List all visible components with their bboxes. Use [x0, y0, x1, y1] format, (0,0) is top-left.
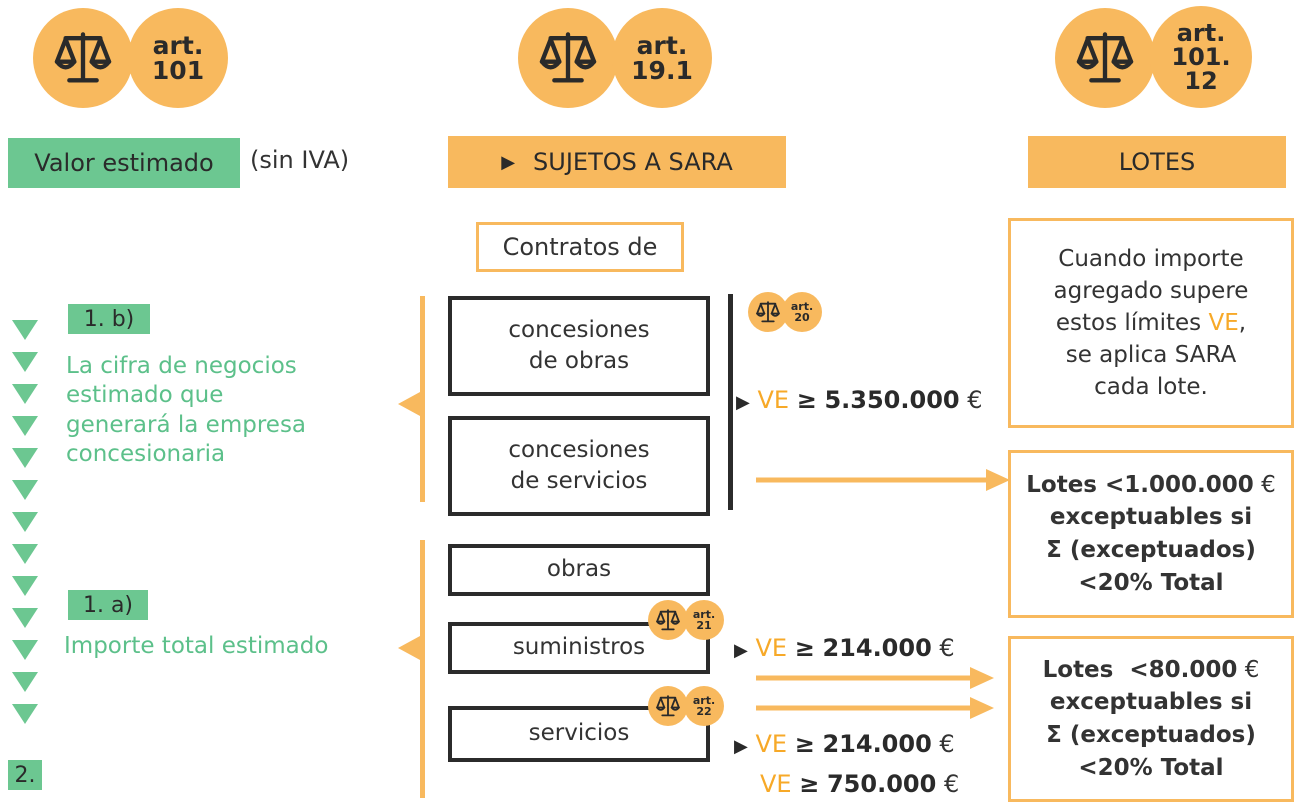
arrow-left-icon	[398, 636, 420, 660]
tag-2: 2.	[8, 760, 42, 790]
triangle-down-icon	[12, 640, 38, 660]
art-101-badge: art. 101	[128, 8, 228, 108]
play-arrow-icon: ▶	[734, 736, 748, 757]
bracket-line-bottom	[420, 540, 425, 798]
cifra-negocios-text: La cifra de negocios estimado que genera…	[66, 353, 307, 468]
arrow-left-icon	[398, 392, 420, 416]
scale-circle-art22	[648, 686, 688, 726]
art-19-1-badge: art. 19.1	[612, 8, 712, 108]
lotes-80000-box: Lotes <80.000 € exceptuables si Σ (excep…	[1008, 636, 1294, 802]
play-arrow-icon: ▶	[736, 392, 750, 413]
scale-circle-art21	[648, 600, 688, 640]
scale-circle-right	[1055, 8, 1155, 108]
triangle-down-icon	[12, 512, 38, 532]
sujetos-sara-label: ▶ SUJETOS A SARA	[448, 136, 786, 188]
triangle-down-icon	[12, 576, 38, 596]
triangle-down-icon	[12, 416, 38, 436]
art-21-badge: art. 21	[684, 600, 724, 640]
lotes-label: LOTES	[1028, 136, 1286, 188]
triangle-down-icon	[12, 544, 38, 564]
importe-total-text: Importe total estimado	[64, 633, 329, 659]
art-20-badge: art. 20	[782, 292, 822, 332]
scale-circle-left	[33, 8, 133, 108]
threshold-750000: VE ≥ 750.000 €	[760, 770, 960, 798]
triangle-down-icon	[12, 672, 38, 692]
cuando-importe-box: Cuando importe agregado supere estos lím…	[1008, 218, 1294, 428]
triangle-down-icon	[12, 480, 38, 500]
threshold-214000-servicios: ▶ VE ≥ 214.000 €	[734, 730, 955, 758]
art-22-badge: art. 22	[684, 686, 724, 726]
obras-box: obras	[448, 544, 710, 596]
contratos-de-box: Contratos de	[476, 222, 684, 272]
scale-circle-art20	[748, 292, 788, 332]
sin-iva-text: (sin IVA)	[250, 146, 350, 174]
bracket-line-top	[420, 296, 425, 502]
threshold-5350000: ▶ VE ≥ 5.350.000 €	[736, 386, 983, 414]
tag-1a: 1. a)	[68, 590, 148, 620]
triangle-down-icon	[12, 352, 38, 372]
play-arrow-icon: ▶	[501, 151, 516, 173]
dark-bracket-line	[728, 294, 733, 510]
triangle-down-icon	[12, 608, 38, 628]
art-101-12-badge: art. 101. 12	[1150, 6, 1252, 108]
threshold-214000-suministros: ▶ VE ≥ 214.000 €	[734, 634, 955, 662]
scale-circle-center	[518, 8, 618, 108]
play-arrow-icon: ▶	[734, 640, 748, 661]
triangle-down-icon	[12, 320, 38, 340]
valor-estimado-label: Valor estimado	[8, 138, 240, 188]
lotes-1000000-box: Lotes <1.000.000 € exceptuables si Σ (ex…	[1008, 450, 1294, 618]
triangle-down-icon	[12, 704, 38, 724]
triangle-down-icon	[12, 448, 38, 468]
triangle-down-icon	[12, 384, 38, 404]
tag-1b: 1. b)	[68, 304, 150, 334]
